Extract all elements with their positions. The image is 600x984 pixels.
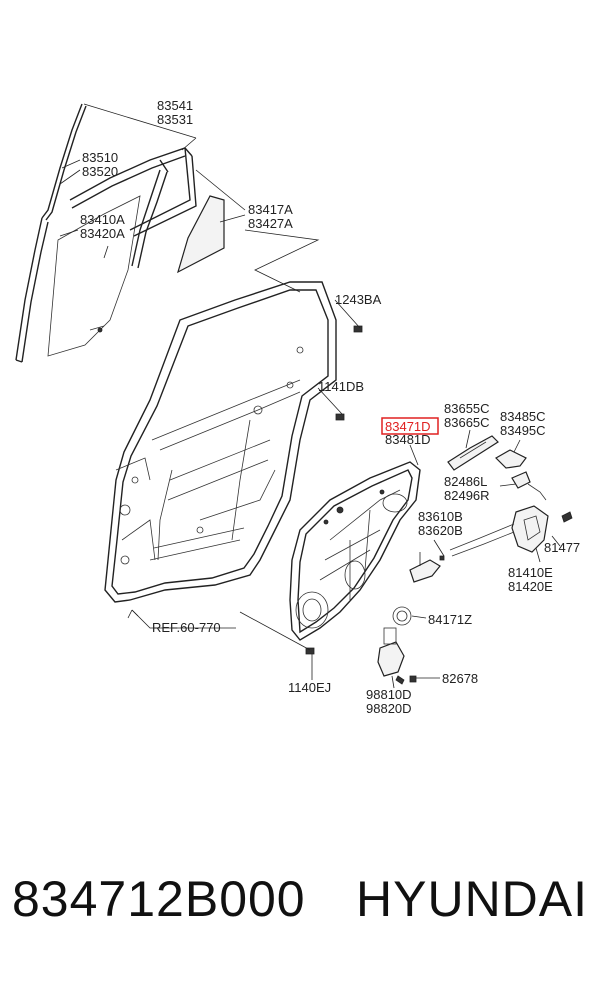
callout-83427A: 83427A: [248, 216, 293, 231]
handle-bracket: [495, 449, 527, 469]
callout-83485C: 83485C: [500, 409, 546, 424]
callout-98810D: 98810D: [366, 687, 412, 702]
highlight-box: [381, 417, 439, 435]
callout-1141DB: 1141DB: [318, 379, 364, 394]
inside-handle: [447, 435, 499, 471]
callout-83665C: 83665C: [444, 415, 490, 430]
callout-83520: 83520: [82, 164, 118, 179]
callout-82486L: 82486L: [444, 474, 487, 489]
part-number: 834712B000: [12, 871, 306, 927]
rear-door-panel: [104, 281, 337, 603]
door-latch-assembly: [449, 505, 573, 557]
callout-83481D: 83481D: [385, 432, 431, 447]
door-glass: [47, 195, 141, 357]
glass-run-strip: [15, 103, 197, 363]
leader-lines: [59, 103, 561, 689]
window-regulator-module-panel: [289, 461, 421, 641]
callout-83417A: 83417A: [248, 202, 293, 217]
callout-83410A: 83410A: [80, 212, 125, 227]
callout-83541: 83541: [157, 98, 193, 113]
callout-83620B: 83620B: [418, 523, 463, 538]
callout-98820D: 98820D: [366, 701, 412, 716]
callout-81410E: 81410E: [508, 565, 553, 580]
lock-rod-clip: [511, 471, 547, 501]
footer: 834712B000 HYUNDAI: [0, 870, 600, 950]
regulator-motor: [377, 627, 405, 685]
callout-83510: 83510: [82, 150, 118, 165]
brand-name: HYUNDAI: [356, 871, 589, 927]
grommet: [392, 606, 412, 626]
callout-81420E: 81420E: [508, 579, 553, 594]
callout-83655C: 83655C: [444, 401, 490, 416]
callout-82678: 82678: [442, 671, 478, 686]
reference-label: REF.60-770: [152, 620, 221, 635]
outside-handle-bracket: [409, 559, 441, 583]
callout-82496R: 82496R: [444, 488, 490, 503]
callout-83471D-highlighted: 83471D: [385, 419, 431, 434]
callout-81477: 81477: [544, 540, 580, 555]
callout-83420A: 83420A: [80, 226, 125, 241]
callout-84171Z: 84171Z: [428, 612, 472, 627]
callout-1140EJ: 1140EJ: [288, 680, 331, 695]
fixed-quarter-glass: [177, 195, 225, 274]
callout-83495C: 83495C: [500, 423, 546, 438]
callout-labels: 83541 83531 83510 83520 83410A 83420A 83…: [80, 98, 580, 716]
callout-1243BA: 1243BA: [335, 292, 382, 307]
callout-83610B: 83610B: [418, 509, 463, 524]
callout-83531: 83531: [157, 112, 193, 127]
